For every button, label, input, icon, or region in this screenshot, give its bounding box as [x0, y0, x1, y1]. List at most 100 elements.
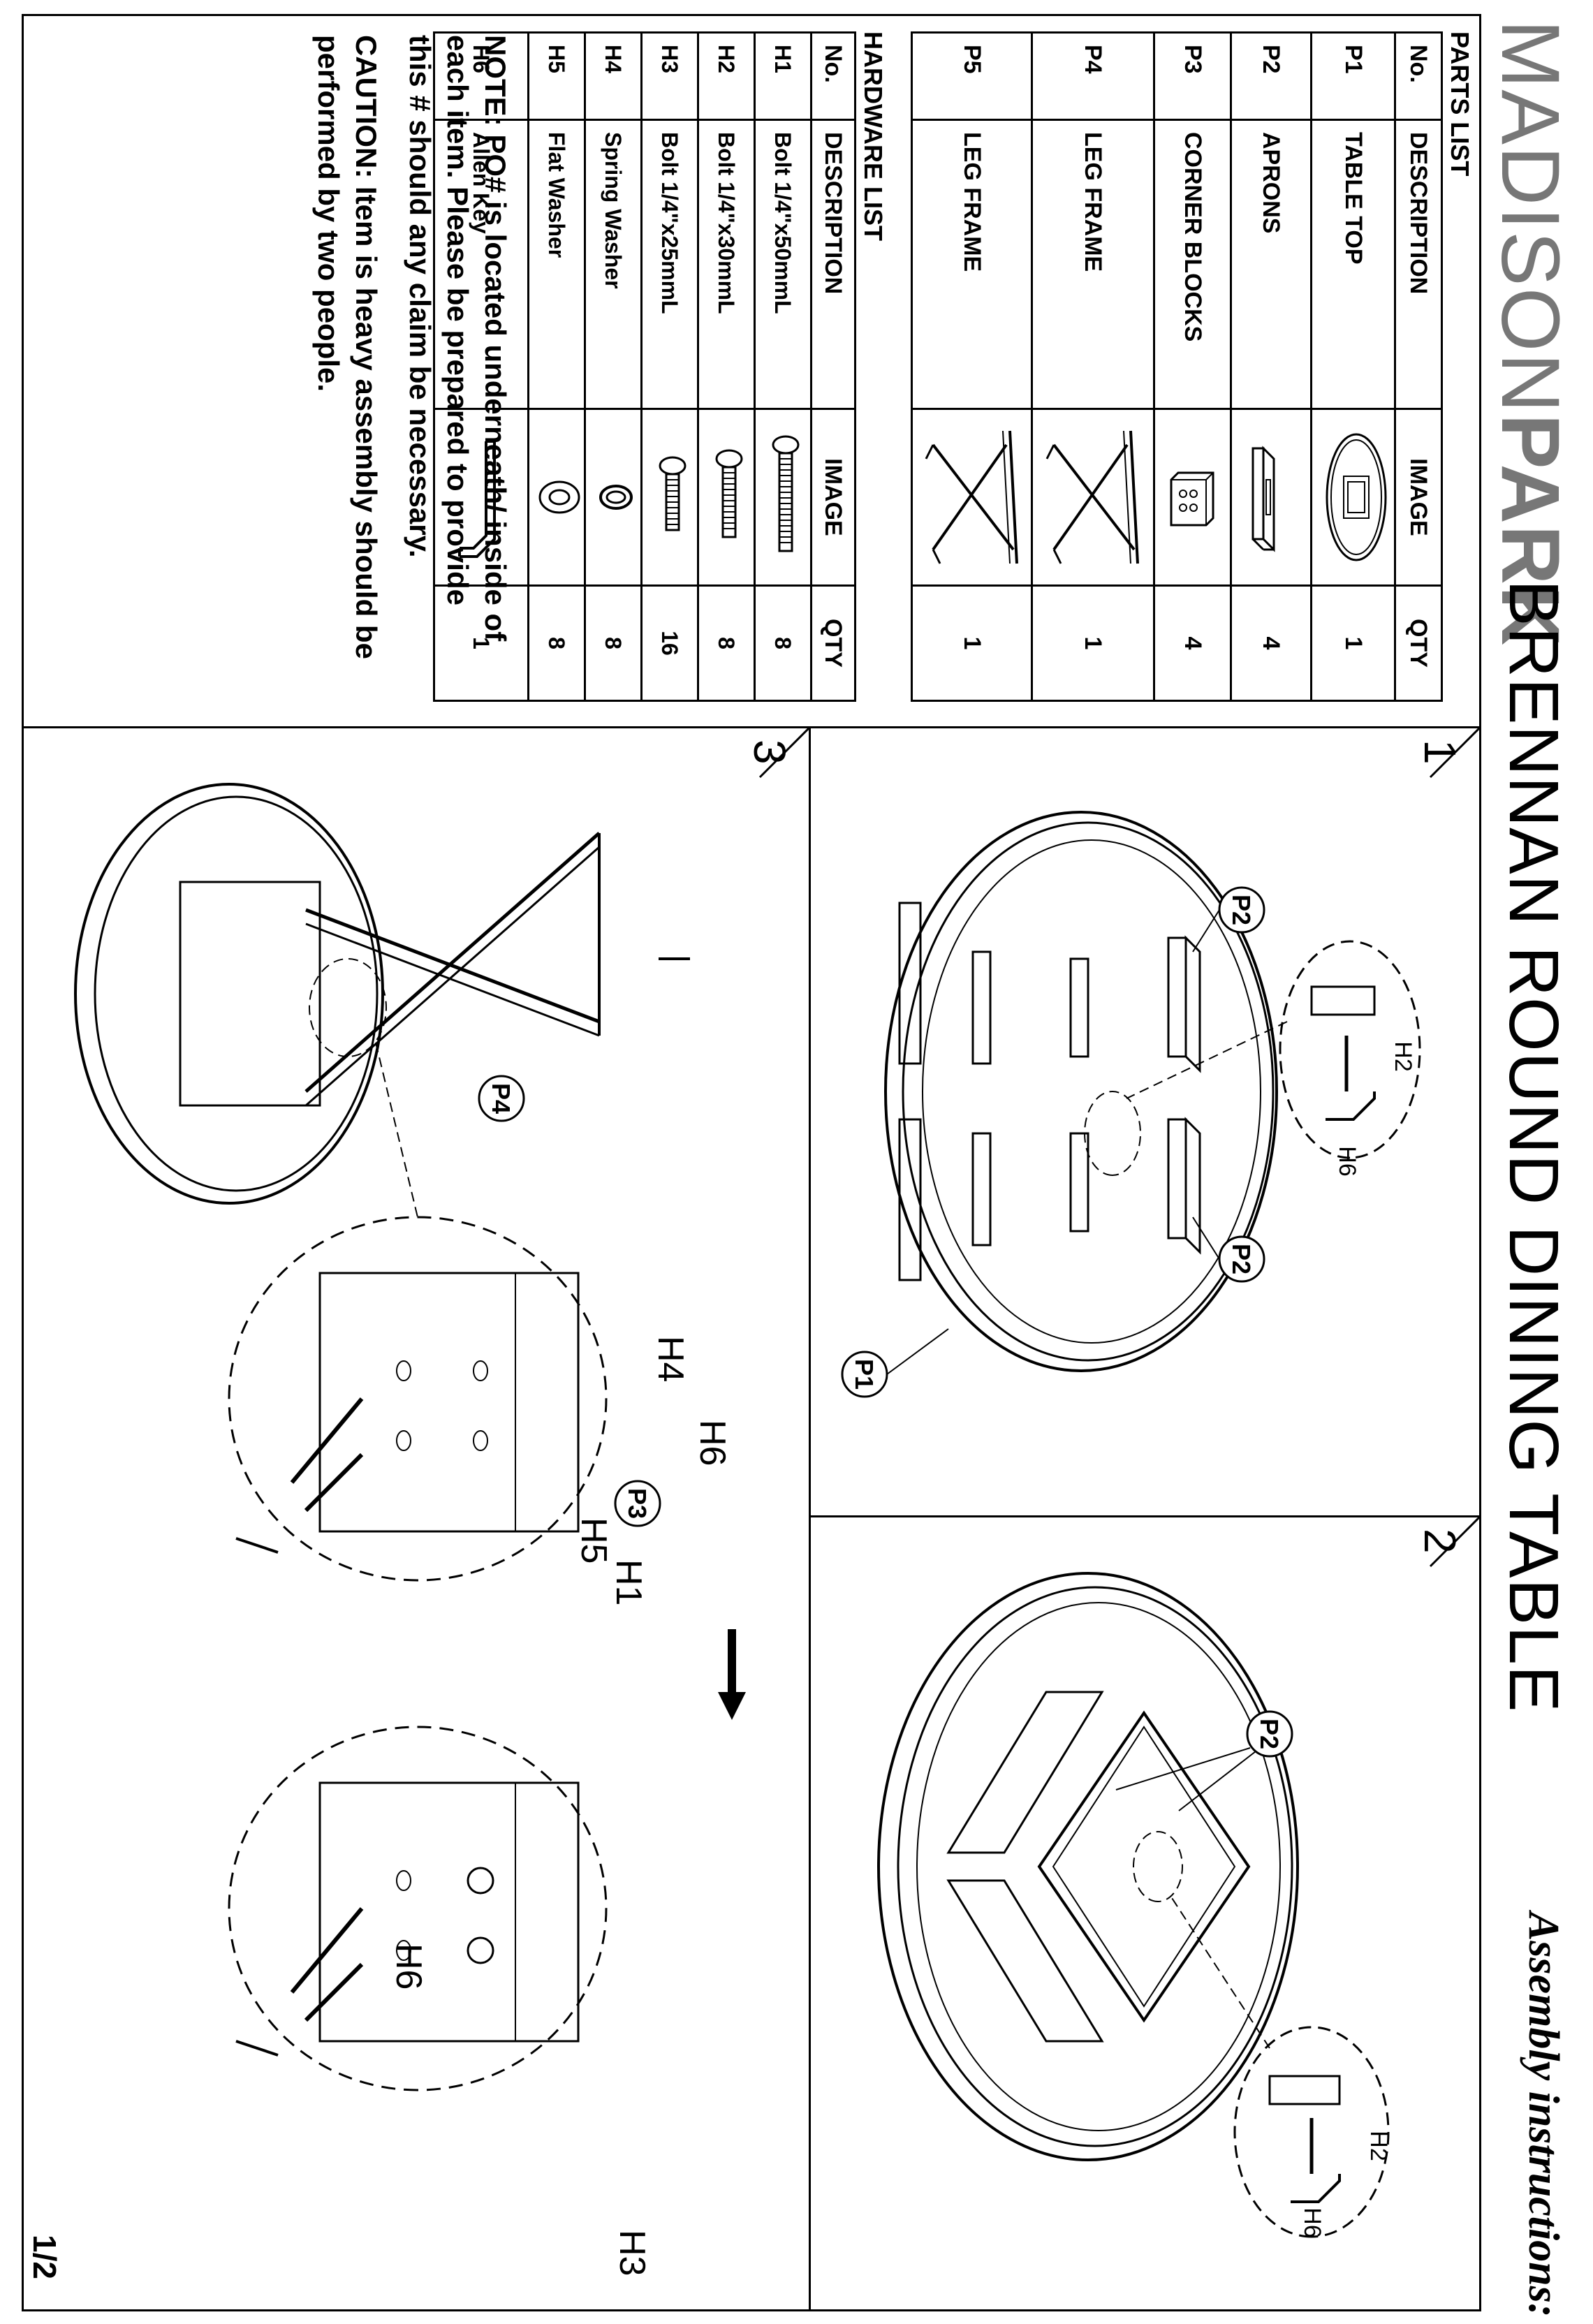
part-desc: TABLE TOP [1311, 119, 1395, 409]
hw-image [641, 409, 698, 586]
part-desc: CORNER BLOCKS [1154, 119, 1231, 409]
hw-no: H2 [698, 32, 755, 120]
hw-qty: 16 [641, 585, 698, 701]
part-no: P2 [1231, 32, 1312, 120]
hw-image [754, 409, 812, 586]
hw-desc: Bolt 1/4"x50mmL [754, 119, 812, 409]
table-row: H5 Flat Washer 8 [528, 32, 585, 701]
part-image [1032, 409, 1154, 586]
step-3-number: 3 [744, 740, 795, 765]
col-no: No. [1395, 32, 1442, 120]
parts-list-table: No. DESCRIPTION IMAGE QTY P1 TABLE TOP 1… [911, 31, 1443, 702]
table-row: H1 Bolt 1/4"x50mmL 8 [754, 32, 812, 701]
hw-image [434, 409, 529, 586]
callout-h5: H5 [573, 1517, 614, 1564]
hw-qty: 8 [528, 585, 585, 701]
callout-h2: H2 [1390, 1041, 1416, 1071]
table-row: P3 CORNER BLOCKS 4 [1154, 32, 1231, 701]
callout-h6: H6 [692, 1420, 733, 1466]
hw-qty: 8 [698, 585, 755, 701]
parts-list-title: PARTS LIST [1446, 31, 1474, 177]
part-desc: LEG FRAME [1032, 119, 1154, 409]
part-image [1311, 409, 1395, 586]
leg-frame-icon [1046, 430, 1140, 564]
table-row: H6 Allen Key 1 [434, 32, 529, 701]
callout-h2: H2 [1365, 2131, 1392, 2161]
spring-washer-icon [599, 485, 633, 510]
parts-list-header: No. DESCRIPTION IMAGE QTY [1395, 32, 1442, 701]
step-2-diagram: 2 P2 H2 H6 [877, 1517, 1479, 2238]
product-title: BRENNAN ROUND DINING TABLE [1495, 580, 1573, 1713]
hw-desc: Bolt 1/4"x25mmL [641, 119, 698, 409]
callout-h1: H1 [608, 1559, 649, 1605]
hw-image [528, 409, 585, 586]
hw-no: H4 [585, 32, 642, 120]
part-no: P3 [1154, 32, 1231, 120]
short-bolt-icon [659, 456, 687, 531]
leg-frame-icon [925, 430, 1018, 564]
col-qty: QTY [1395, 585, 1442, 701]
callout-p2-b: P2 [1227, 1244, 1256, 1274]
part-image [1154, 409, 1231, 586]
part-desc: LEG FRAME [911, 119, 1032, 409]
callout-h6: H6 [1334, 1146, 1360, 1176]
caution-text: CAUTION: Item is heavy assembly should b… [309, 35, 385, 663]
hw-no: H3 [641, 32, 698, 120]
callout-h6: H6 [1299, 2207, 1326, 2237]
part-qty: 4 [1231, 585, 1312, 701]
flat-washer-icon [538, 480, 580, 514]
col-image: IMAGE [1395, 409, 1442, 586]
callout-p3: P3 [623, 1488, 652, 1519]
step-2-number: 2 [1415, 1529, 1465, 1554]
part-no: P1 [1311, 32, 1395, 120]
callout-h4: H4 [650, 1336, 691, 1382]
brand-logo-thin: MADISON [1484, 20, 1576, 414]
part-desc: APRONS [1231, 119, 1312, 409]
col-image: IMAGE [811, 409, 856, 586]
hw-qty: 8 [585, 585, 642, 701]
part-image [1231, 409, 1312, 586]
step-3-diagram: 3 P4 P3 H4 H6 H5 H1 [74, 728, 809, 2276]
part-no: P5 [911, 32, 1032, 120]
caution-label: CAUTION: [350, 35, 383, 179]
part-qty: 1 [1311, 585, 1395, 701]
note-label: NOTE: [479, 35, 512, 126]
callout-h6-b: H6 [388, 1943, 429, 1990]
step-1-diagram: 1 P2 P2 P1 H2 H6 [841, 728, 1479, 1398]
step-1-number: 1 [1415, 740, 1465, 765]
callout-h3: H3 [612, 2230, 652, 2276]
long-bolt-icon [772, 435, 800, 552]
callout-p2-a: P2 [1227, 895, 1256, 925]
brand-logo: MADISONPARK [1483, 20, 1578, 647]
callout-p1: P1 [850, 1359, 879, 1390]
col-no: No. [811, 32, 856, 120]
table-row: P1 TABLE TOP 1 [1311, 32, 1395, 701]
part-image [911, 409, 1032, 586]
hw-image [698, 409, 755, 586]
part-qty: 1 [911, 585, 1032, 701]
note-text: NOTE: PO# is located underneath/ inside … [401, 35, 514, 663]
allen-key-icon [458, 440, 496, 558]
col-description: DESCRIPTION [811, 119, 856, 409]
part-no: P4 [1032, 32, 1154, 120]
table-top-icon [1326, 433, 1387, 561]
table-row: P4 LEG FRAME 1 [1032, 32, 1154, 701]
hw-desc: Bolt 1/4"x30mmL [698, 119, 755, 409]
callout-p2: P2 [1255, 1719, 1284, 1749]
part-qty: 4 [1154, 585, 1231, 701]
hardware-list-table: No. DESCRIPTION IMAGE QTY H1 Bolt 1/4"x5… [433, 31, 856, 702]
hardware-list-title: HARDWARE LIST [859, 31, 888, 241]
table-row: H4 Spring Washer 8 [585, 32, 642, 701]
apron-icon [1252, 446, 1275, 552]
page-number: 1/2 [27, 2235, 63, 2279]
table-row: P5 LEG FRAME 1 [911, 32, 1032, 701]
table-row: H3 Bolt 1/4"x25mmL 16 [641, 32, 698, 701]
col-qty: QTY [811, 585, 856, 701]
hw-no: H5 [528, 32, 585, 120]
hw-image [585, 409, 642, 586]
assembly-subtitle: Assembly instructions: [1520, 1912, 1567, 2318]
bolt-icon [715, 449, 743, 538]
table-row: H2 Bolt 1/4"x30mmL 8 [698, 32, 755, 701]
hardware-list-header: No. DESCRIPTION IMAGE QTY [811, 32, 856, 701]
